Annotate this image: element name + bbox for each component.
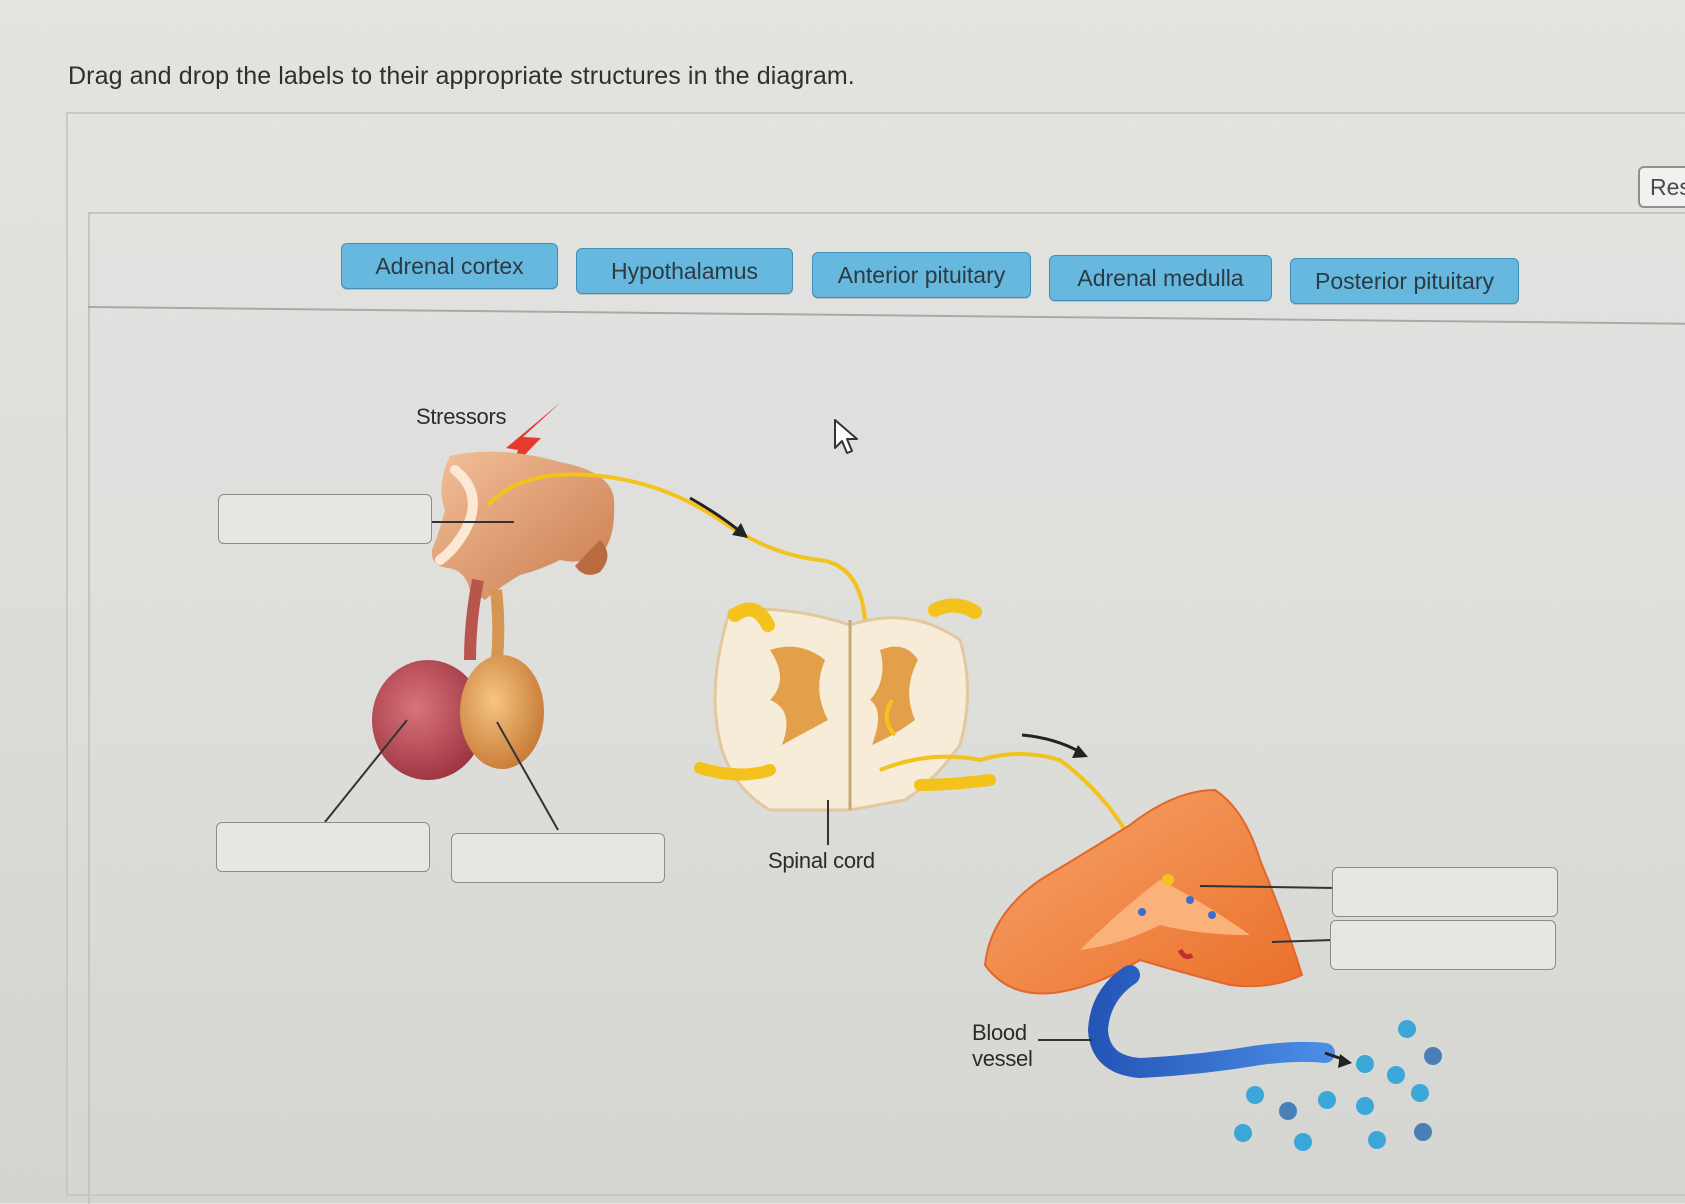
anterior-pituitary-lobe	[460, 655, 544, 769]
direction-arrow-icon	[1021, 733, 1088, 758]
drop-target-hypothalamus[interactable]	[218, 494, 432, 544]
instruction-text: Drag and drop the labels to their approp…	[68, 62, 855, 90]
drop-target-adrenal-upper[interactable]	[1332, 867, 1558, 917]
label-chip-posterior-pituitary[interactable]: Posterior pituitary	[1290, 258, 1519, 304]
blood-vessel-label-line2: vessel	[972, 1046, 1033, 1071]
hormone-molecules	[1234, 1020, 1442, 1151]
blood-vessel-label-line1: Blood	[972, 1020, 1027, 1045]
label-chip-hypothalamus[interactable]: Hypothalamus	[576, 248, 793, 294]
lightning-bolt-icon	[506, 402, 561, 468]
spinal-cord-cross-section	[694, 598, 996, 812]
hypothalamus-brain-region	[431, 451, 615, 600]
label-chip-anterior-pituitary[interactable]: Anterior pituitary	[812, 252, 1031, 298]
stressors-label: Stressors	[416, 404, 507, 429]
drop-target-adrenal-lower[interactable]	[1330, 920, 1556, 970]
label-chip-adrenal-medulla[interactable]: Adrenal medulla	[1049, 255, 1272, 301]
drag-drop-workspace	[88, 212, 1685, 1204]
reset-button[interactable]: Res	[1638, 166, 1685, 208]
spinal-cord-label: Spinal cord	[768, 848, 875, 873]
blood-vessel	[1087, 965, 1352, 1079]
adrenal-gland	[983, 788, 1304, 995]
label-chip-adrenal-cortex[interactable]: Adrenal cortex	[341, 243, 558, 289]
direction-arrow-icon	[689, 496, 748, 538]
drop-target-anterior-pituitary[interactable]	[451, 833, 665, 883]
drop-target-posterior-pituitary[interactable]	[216, 822, 430, 872]
mouse-cursor-icon	[834, 419, 858, 454]
posterior-pituitary-lobe	[372, 660, 484, 780]
